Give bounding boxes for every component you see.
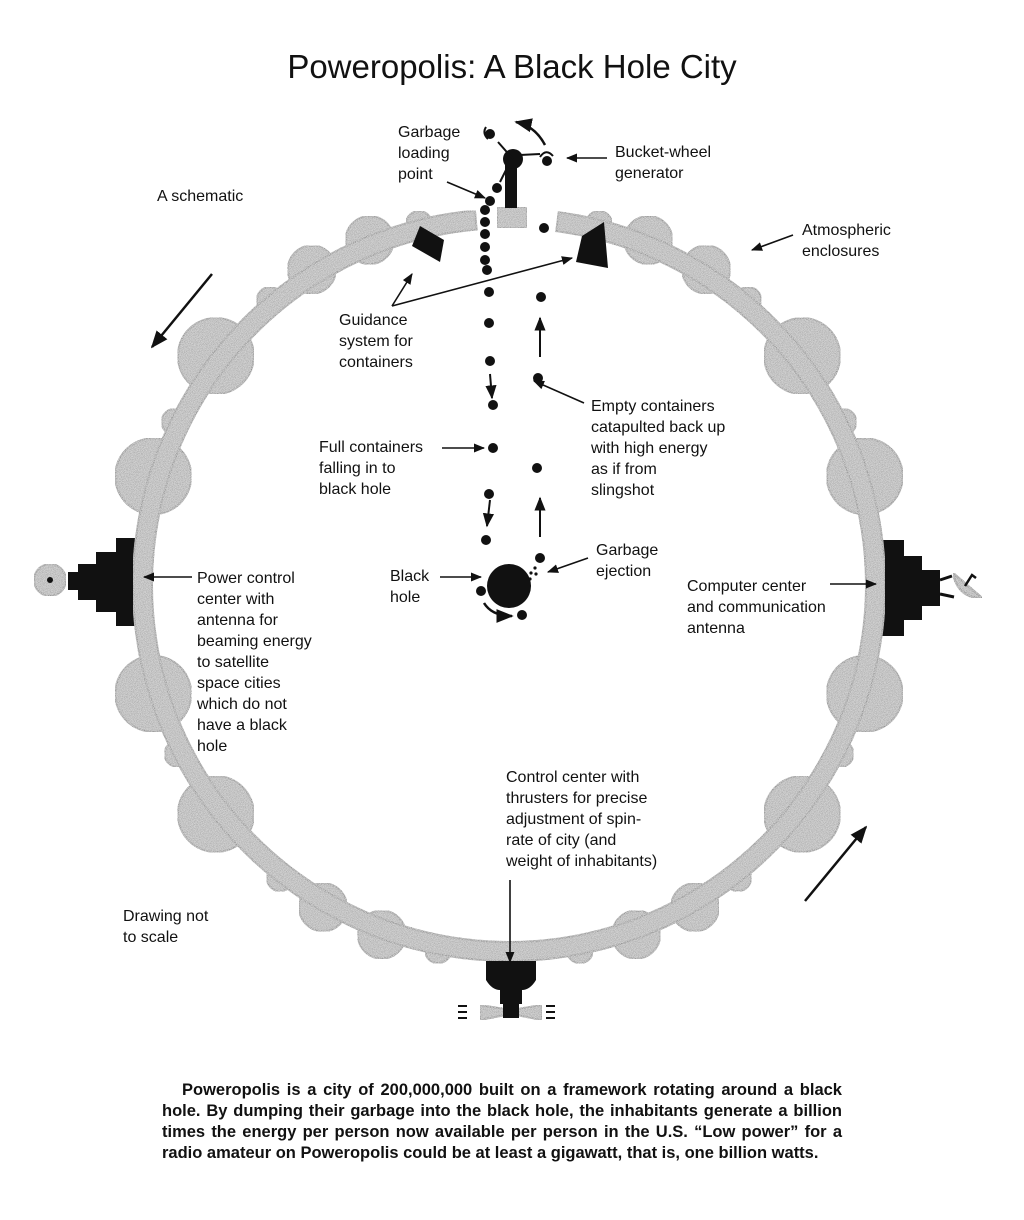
guidance-system-right (576, 222, 608, 268)
full-container (481, 535, 491, 545)
full-container (488, 400, 498, 410)
label-garbage-ejection: Garbage ejection (596, 542, 659, 580)
page-title: Poweropolis: A Black Hole City (287, 48, 737, 85)
falling-arrow-1 (485, 373, 497, 400)
black-hole (476, 553, 545, 623)
label-power-control-center: Power control center with antenna for be… (197, 570, 312, 755)
label-bucket-wheel-generator: Bucket-wheel generator (615, 144, 712, 182)
full-container (488, 443, 498, 453)
empty-container (536, 292, 546, 302)
full-container (480, 217, 490, 227)
full-container (480, 242, 490, 252)
empty-container (539, 223, 549, 233)
leader-arrows (142, 153, 878, 964)
full-container (484, 287, 494, 297)
bucket-wheel-generator (483, 118, 554, 208)
computer-center (882, 540, 986, 636)
label-atmospheric-enclosures: Atmospheric enclosures (802, 222, 891, 260)
label-control-center: Control center with thrusters for precis… (506, 769, 658, 870)
label-guidance-system: Guidance system for containers (339, 312, 413, 371)
caption: Poweropolis is a city of 200,000,000 bui… (162, 1081, 842, 1162)
label-empty-containers: Empty containers catapulted back up with… (591, 398, 726, 499)
full-container (480, 229, 490, 239)
label-not-to-scale: Drawing not to scale (123, 908, 209, 946)
label-full-containers: Full containers (319, 439, 424, 456)
full-container (484, 489, 494, 499)
label-computer-center: Computer center and communication antenn… (687, 578, 826, 637)
city-ring (132, 209, 886, 962)
power-control-center (33, 538, 140, 626)
guidance-system-left (412, 226, 444, 262)
label-full-containers-falling: falling in to black hole (319, 460, 396, 498)
empty-container (533, 373, 543, 383)
full-containers-falling (480, 205, 498, 545)
flow-arrows (482, 316, 546, 537)
full-container (482, 265, 492, 275)
falling-arrow-2 (482, 499, 495, 528)
thruster-control-center (458, 960, 555, 1022)
full-container (480, 255, 490, 265)
label-schematic: A schematic (157, 188, 244, 205)
empty-containers-rising (532, 223, 549, 473)
rotation-arrow-left (150, 273, 213, 349)
rotation-arrow-right (804, 825, 868, 902)
label-garbage-loading-point: Garbage loading point (398, 124, 461, 183)
garbage-loading-dock (496, 206, 528, 229)
full-container (485, 356, 495, 366)
full-container (484, 318, 494, 328)
label-black-hole: Black hole (390, 568, 430, 606)
full-container (480, 205, 490, 215)
empty-container (532, 463, 542, 473)
